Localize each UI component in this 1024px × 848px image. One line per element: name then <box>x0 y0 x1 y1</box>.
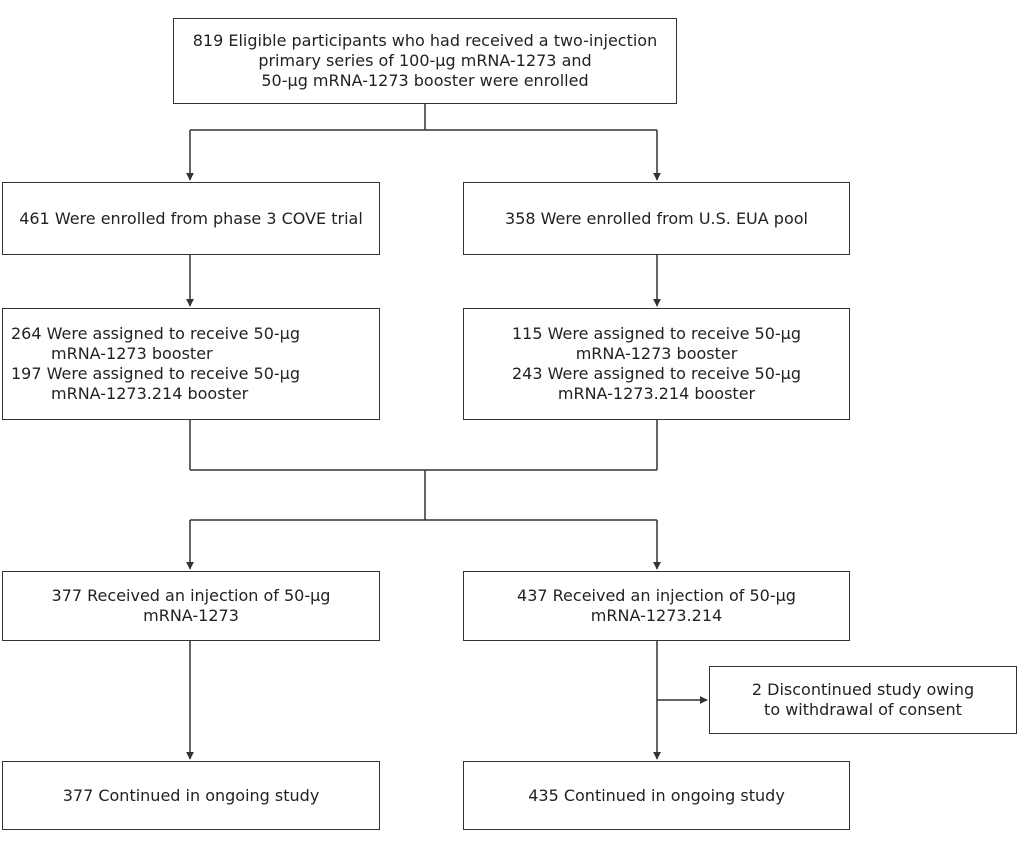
enrollment-line-2: primary series of 100-μg mRNA-1273 and <box>258 51 592 70</box>
enrollment-line-3: 50-μg mRNA-1273 booster were enrolled <box>261 71 589 90</box>
continued-right-text: 435 Continued in ongoing study <box>528 785 785 805</box>
eua-source-box: 358 Were enrolled from U.S. EUA pool <box>463 182 850 255</box>
cove-source-box: 461 Were enrolled from phase 3 COVE tria… <box>2 182 380 255</box>
eua-assign-line-1: 115 Were assigned to receive 50-μg <box>512 324 801 343</box>
cove-assign-line-1: 264 Were assigned to receive 50-μg <box>11 324 300 343</box>
continued-left-box: 377 Continued in ongoing study <box>2 761 380 830</box>
received-left-line-2: mRNA-1273 <box>143 606 239 625</box>
eua-assign-line-3: 243 Were assigned to receive 50-μg <box>512 364 801 383</box>
eua-assign-line-2: mRNA-1273 booster <box>575 344 738 363</box>
cove-source-text: 461 Were enrolled from phase 3 COVE tria… <box>19 208 363 228</box>
received-left-line-1: 377 Received an injection of 50-μg <box>51 586 331 605</box>
discontinued-box: 2 Discontinued study owing to withdrawal… <box>709 666 1017 734</box>
eua-source-text: 358 Were enrolled from U.S. EUA pool <box>505 208 808 228</box>
cove-assignment-box: 264 Were assigned to receive 50-μg mRNA-… <box>2 308 380 420</box>
received-left-box: 377 Received an injection of 50-μg mRNA-… <box>2 571 380 641</box>
enrollment-box: 819 Eligible participants who had receiv… <box>173 18 677 104</box>
eua-assign-line-4: mRNA-1273.214 booster <box>557 384 756 403</box>
eua-assignment-box: 115 Were assigned to receive 50-μg mRNA-… <box>463 308 850 420</box>
cove-assign-line-2: mRNA-1273 booster <box>51 344 213 363</box>
received-right-box: 437 Received an injection of 50-μg mRNA-… <box>463 571 850 641</box>
discontinued-line-1: 2 Discontinued study owing <box>751 680 975 699</box>
continued-left-text: 377 Continued in ongoing study <box>62 785 320 805</box>
cove-assign-line-4: mRNA-1273.214 booster <box>51 384 249 403</box>
discontinued-line-2: to withdrawal of consent <box>764 700 962 719</box>
cove-assign-line-3: 197 Were assigned to receive 50-μg <box>11 364 300 383</box>
received-right-line-1: 437 Received an injection of 50-μg <box>517 586 796 605</box>
received-right-line-2: mRNA-1273.214 <box>590 606 723 625</box>
enrollment-line-1: 819 Eligible participants who had receiv… <box>192 31 658 50</box>
continued-right-box: 435 Continued in ongoing study <box>463 761 850 830</box>
